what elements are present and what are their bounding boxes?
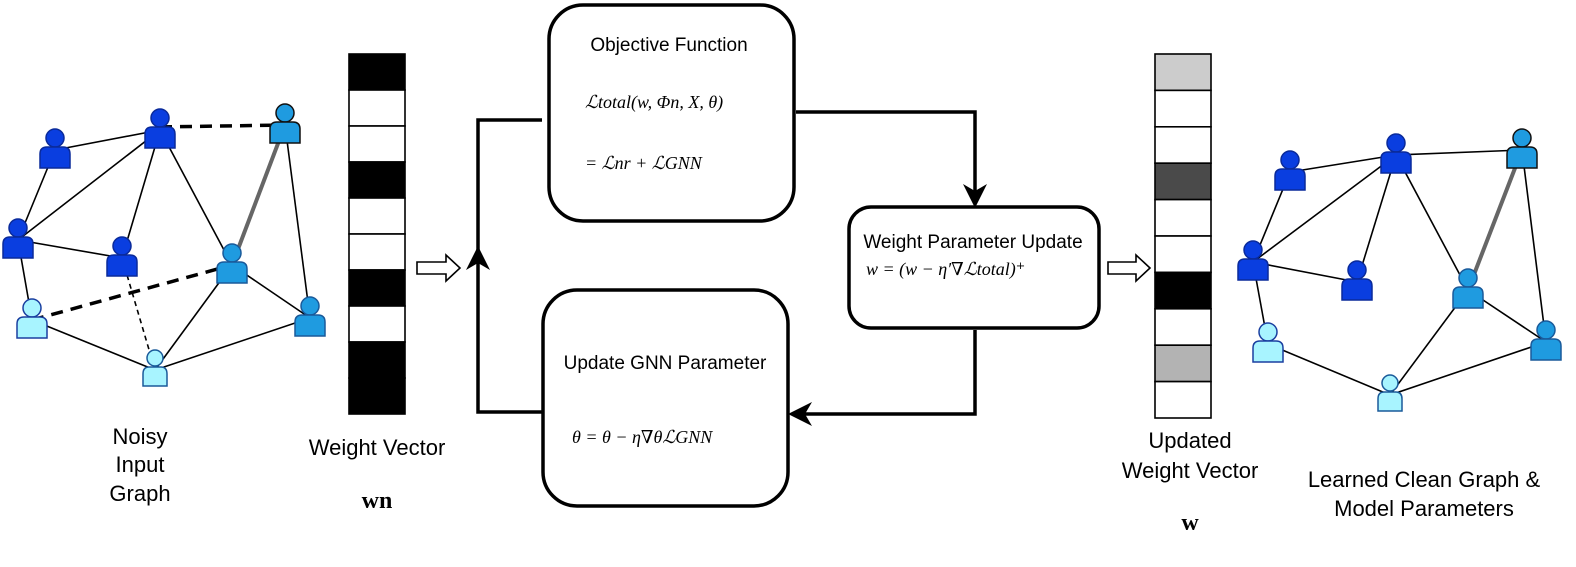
weight-update-title: Weight Parameter Update	[863, 232, 1082, 253]
user-icon	[1341, 260, 1373, 301]
objective-function-title: Objective Function	[590, 35, 747, 56]
graph-nodes	[1237, 128, 1562, 412]
vector-cell	[348, 161, 406, 199]
noisy-input-graph: Noisy Input Graph	[2, 103, 326, 506]
weight-vector-symbol: wn	[362, 488, 393, 514]
update-gnn-formula: θ = θ − η∇θℒGNN	[572, 427, 713, 447]
weight-vector: Weight Vector wn	[309, 53, 446, 514]
updated-weight-vector: Updated Weight Vector w	[1122, 53, 1259, 536]
user-icon	[1380, 133, 1412, 174]
right-graph-caption-line2: Model Parameters	[1334, 496, 1514, 521]
left-graph-caption-line3: Graph	[109, 481, 170, 506]
user-icon	[269, 103, 301, 144]
right-graph-caption-line1: Learned Clean Graph &	[1308, 467, 1541, 492]
weight-vector-caption: Weight Vector	[309, 435, 446, 460]
vector-cell	[348, 377, 406, 415]
weight-vector-cells	[348, 53, 406, 415]
update-to-gnn-arrow	[788, 330, 977, 426]
user-icon	[1237, 240, 1269, 281]
updated-vector-cells	[1154, 53, 1212, 419]
loop-up-arrow	[466, 246, 542, 414]
vector-cell	[348, 89, 406, 127]
vector-cell	[1154, 89, 1212, 128]
vector-cell	[1154, 53, 1212, 92]
hollow-right-arrow	[1107, 253, 1152, 283]
update-gnn-title: Update GNN Parameter	[564, 353, 767, 374]
user-icon	[144, 108, 176, 149]
user-icon	[216, 243, 248, 284]
vector-cell	[1154, 198, 1212, 237]
objective-formula-line2: = ℒnr + ℒGNN	[585, 153, 703, 173]
user-icon	[39, 128, 71, 169]
vector-cell	[348, 125, 406, 163]
vector-cell	[1154, 162, 1212, 201]
graph-nodes	[2, 103, 326, 387]
user-icon	[142, 349, 168, 387]
user-icon	[106, 236, 138, 277]
vector-cell	[348, 341, 406, 379]
vector-cell	[1154, 380, 1212, 419]
vector-cell	[348, 305, 406, 343]
vector-cell	[1154, 126, 1212, 165]
objective-to-update-arrow	[796, 110, 987, 208]
vector-cell	[1154, 271, 1212, 310]
vector-cell	[1154, 344, 1212, 383]
objective-formula-line1: ℒtotal(w, Φn, X, θ)	[585, 92, 723, 113]
updated-vector-caption-line1: Updated	[1148, 428, 1231, 453]
user-icon	[1274, 150, 1306, 191]
hollow-right-arrow	[416, 253, 462, 283]
objective-function-box	[547, 3, 796, 223]
vector-cell	[348, 269, 406, 307]
vector-cell	[348, 233, 406, 271]
weight-update-box	[847, 205, 1101, 330]
left-graph-caption-line2: Input	[116, 452, 165, 477]
learned-clean-graph: Learned Clean Graph & Model Parameters	[1237, 128, 1562, 521]
vector-cell	[348, 197, 406, 235]
user-icon	[16, 298, 48, 339]
weight-update-formula: w = (w − η′∇ℒtotal)⁺	[866, 259, 1025, 280]
user-icon	[1252, 322, 1284, 363]
updated-vector-caption-line2: Weight Vector	[1122, 458, 1259, 483]
feedback-loop: Objective Function ℒtotal(w, Φn, X, θ) =…	[466, 3, 1101, 508]
user-icon	[294, 296, 326, 337]
user-icon	[1452, 268, 1484, 309]
loop-left-connector	[476, 118, 542, 258]
updated-vector-symbol: w	[1181, 510, 1199, 536]
vector-cell	[348, 53, 406, 91]
user-icon	[1377, 374, 1403, 412]
user-icon	[2, 218, 34, 259]
user-icon	[1506, 128, 1538, 169]
left-graph-caption-line1: Noisy	[112, 424, 167, 449]
vector-cell	[1154, 307, 1212, 346]
update-gnn-box	[541, 288, 790, 508]
user-icon	[1530, 320, 1562, 361]
vector-cell	[1154, 235, 1212, 274]
